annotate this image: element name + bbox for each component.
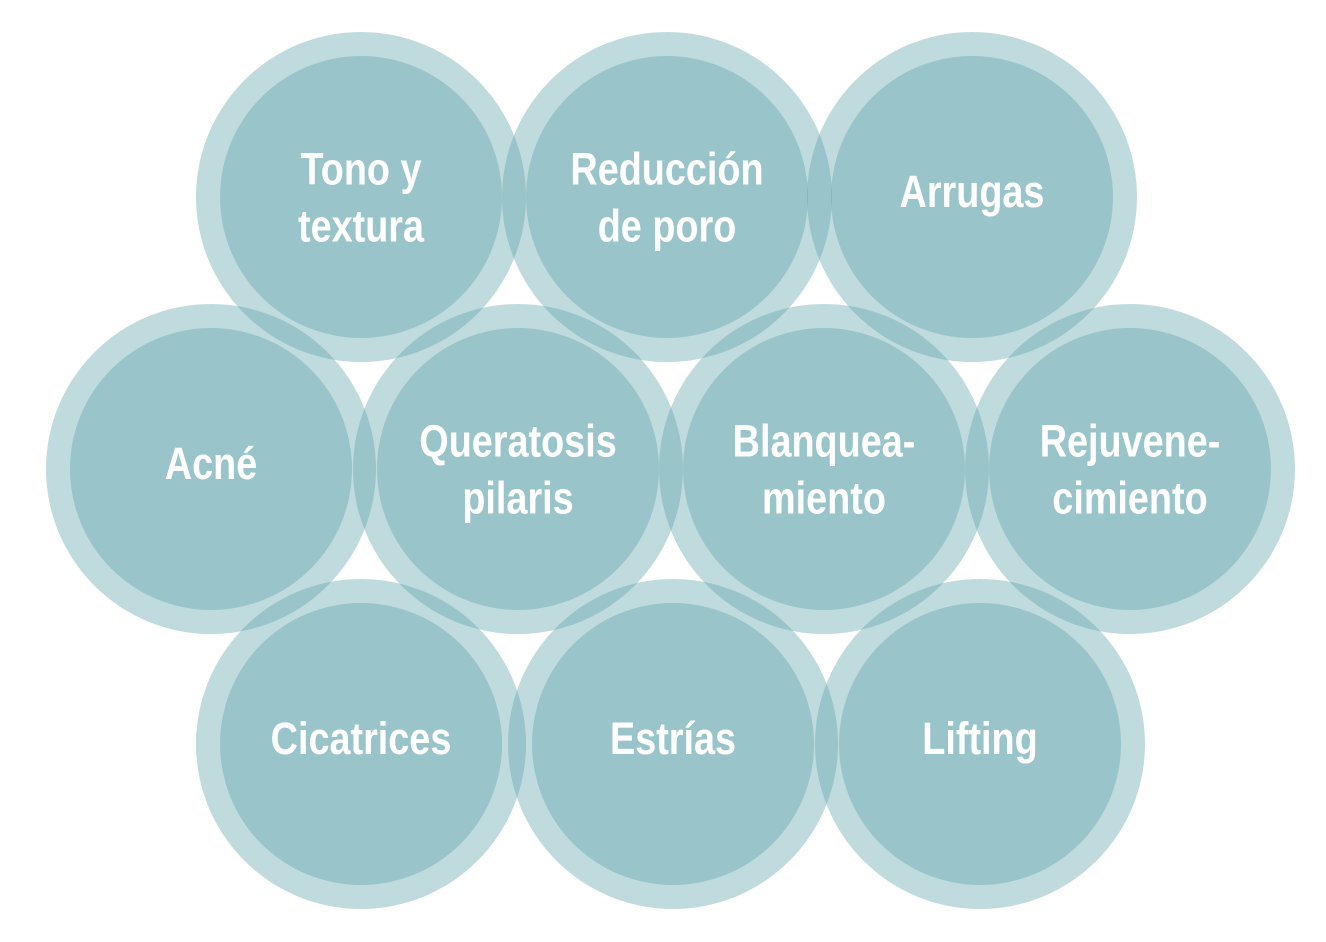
circle-label: textura	[298, 200, 425, 251]
outer-circle	[659, 304, 989, 634]
circle-node	[807, 32, 1137, 362]
circle-label: Lifting	[922, 713, 1037, 764]
outer-circle	[353, 304, 683, 634]
inner-circle	[377, 328, 659, 610]
outer-circle	[196, 579, 526, 909]
inner-circle	[220, 603, 502, 885]
inner-circle	[70, 328, 352, 610]
outer-circle	[196, 32, 526, 362]
circle-label: de poro	[598, 200, 737, 251]
circle-label: Tono y	[300, 143, 421, 194]
outer-circle	[46, 304, 376, 634]
inner-circle	[532, 603, 814, 885]
outer-circle	[965, 304, 1295, 634]
circle-label: Blanquea-	[733, 415, 916, 466]
circle-node	[196, 579, 526, 909]
circle-label: Rejuvene-	[1040, 415, 1221, 466]
circle-node	[965, 304, 1295, 634]
inner-circle	[839, 603, 1121, 885]
circle-label: pilaris	[462, 472, 573, 523]
circle-label: cimiento	[1052, 472, 1207, 523]
circle-node	[815, 579, 1145, 909]
circle-label: Arrugas	[900, 166, 1045, 217]
circle-node	[659, 304, 989, 634]
circle-node	[353, 304, 683, 634]
outer-circle	[502, 32, 832, 362]
circle-node	[196, 32, 526, 362]
circle-node	[502, 32, 832, 362]
circle-label: Reducción	[570, 143, 763, 194]
inner-circle	[989, 328, 1271, 610]
circle-label: Estrías	[610, 713, 736, 764]
circle-node	[508, 579, 838, 909]
inner-circle	[526, 56, 808, 338]
inner-circle	[831, 56, 1113, 338]
circle-label: Queratosis	[419, 415, 616, 466]
circle-label: miento	[762, 472, 886, 523]
outer-circle	[807, 32, 1137, 362]
inner-circle	[220, 56, 502, 338]
outer-circle	[815, 579, 1145, 909]
circle-node	[46, 304, 376, 634]
circle-label: Acné	[165, 438, 257, 489]
inner-circle	[683, 328, 965, 610]
outer-circle	[508, 579, 838, 909]
circle-label: Cicatrices	[271, 713, 452, 764]
